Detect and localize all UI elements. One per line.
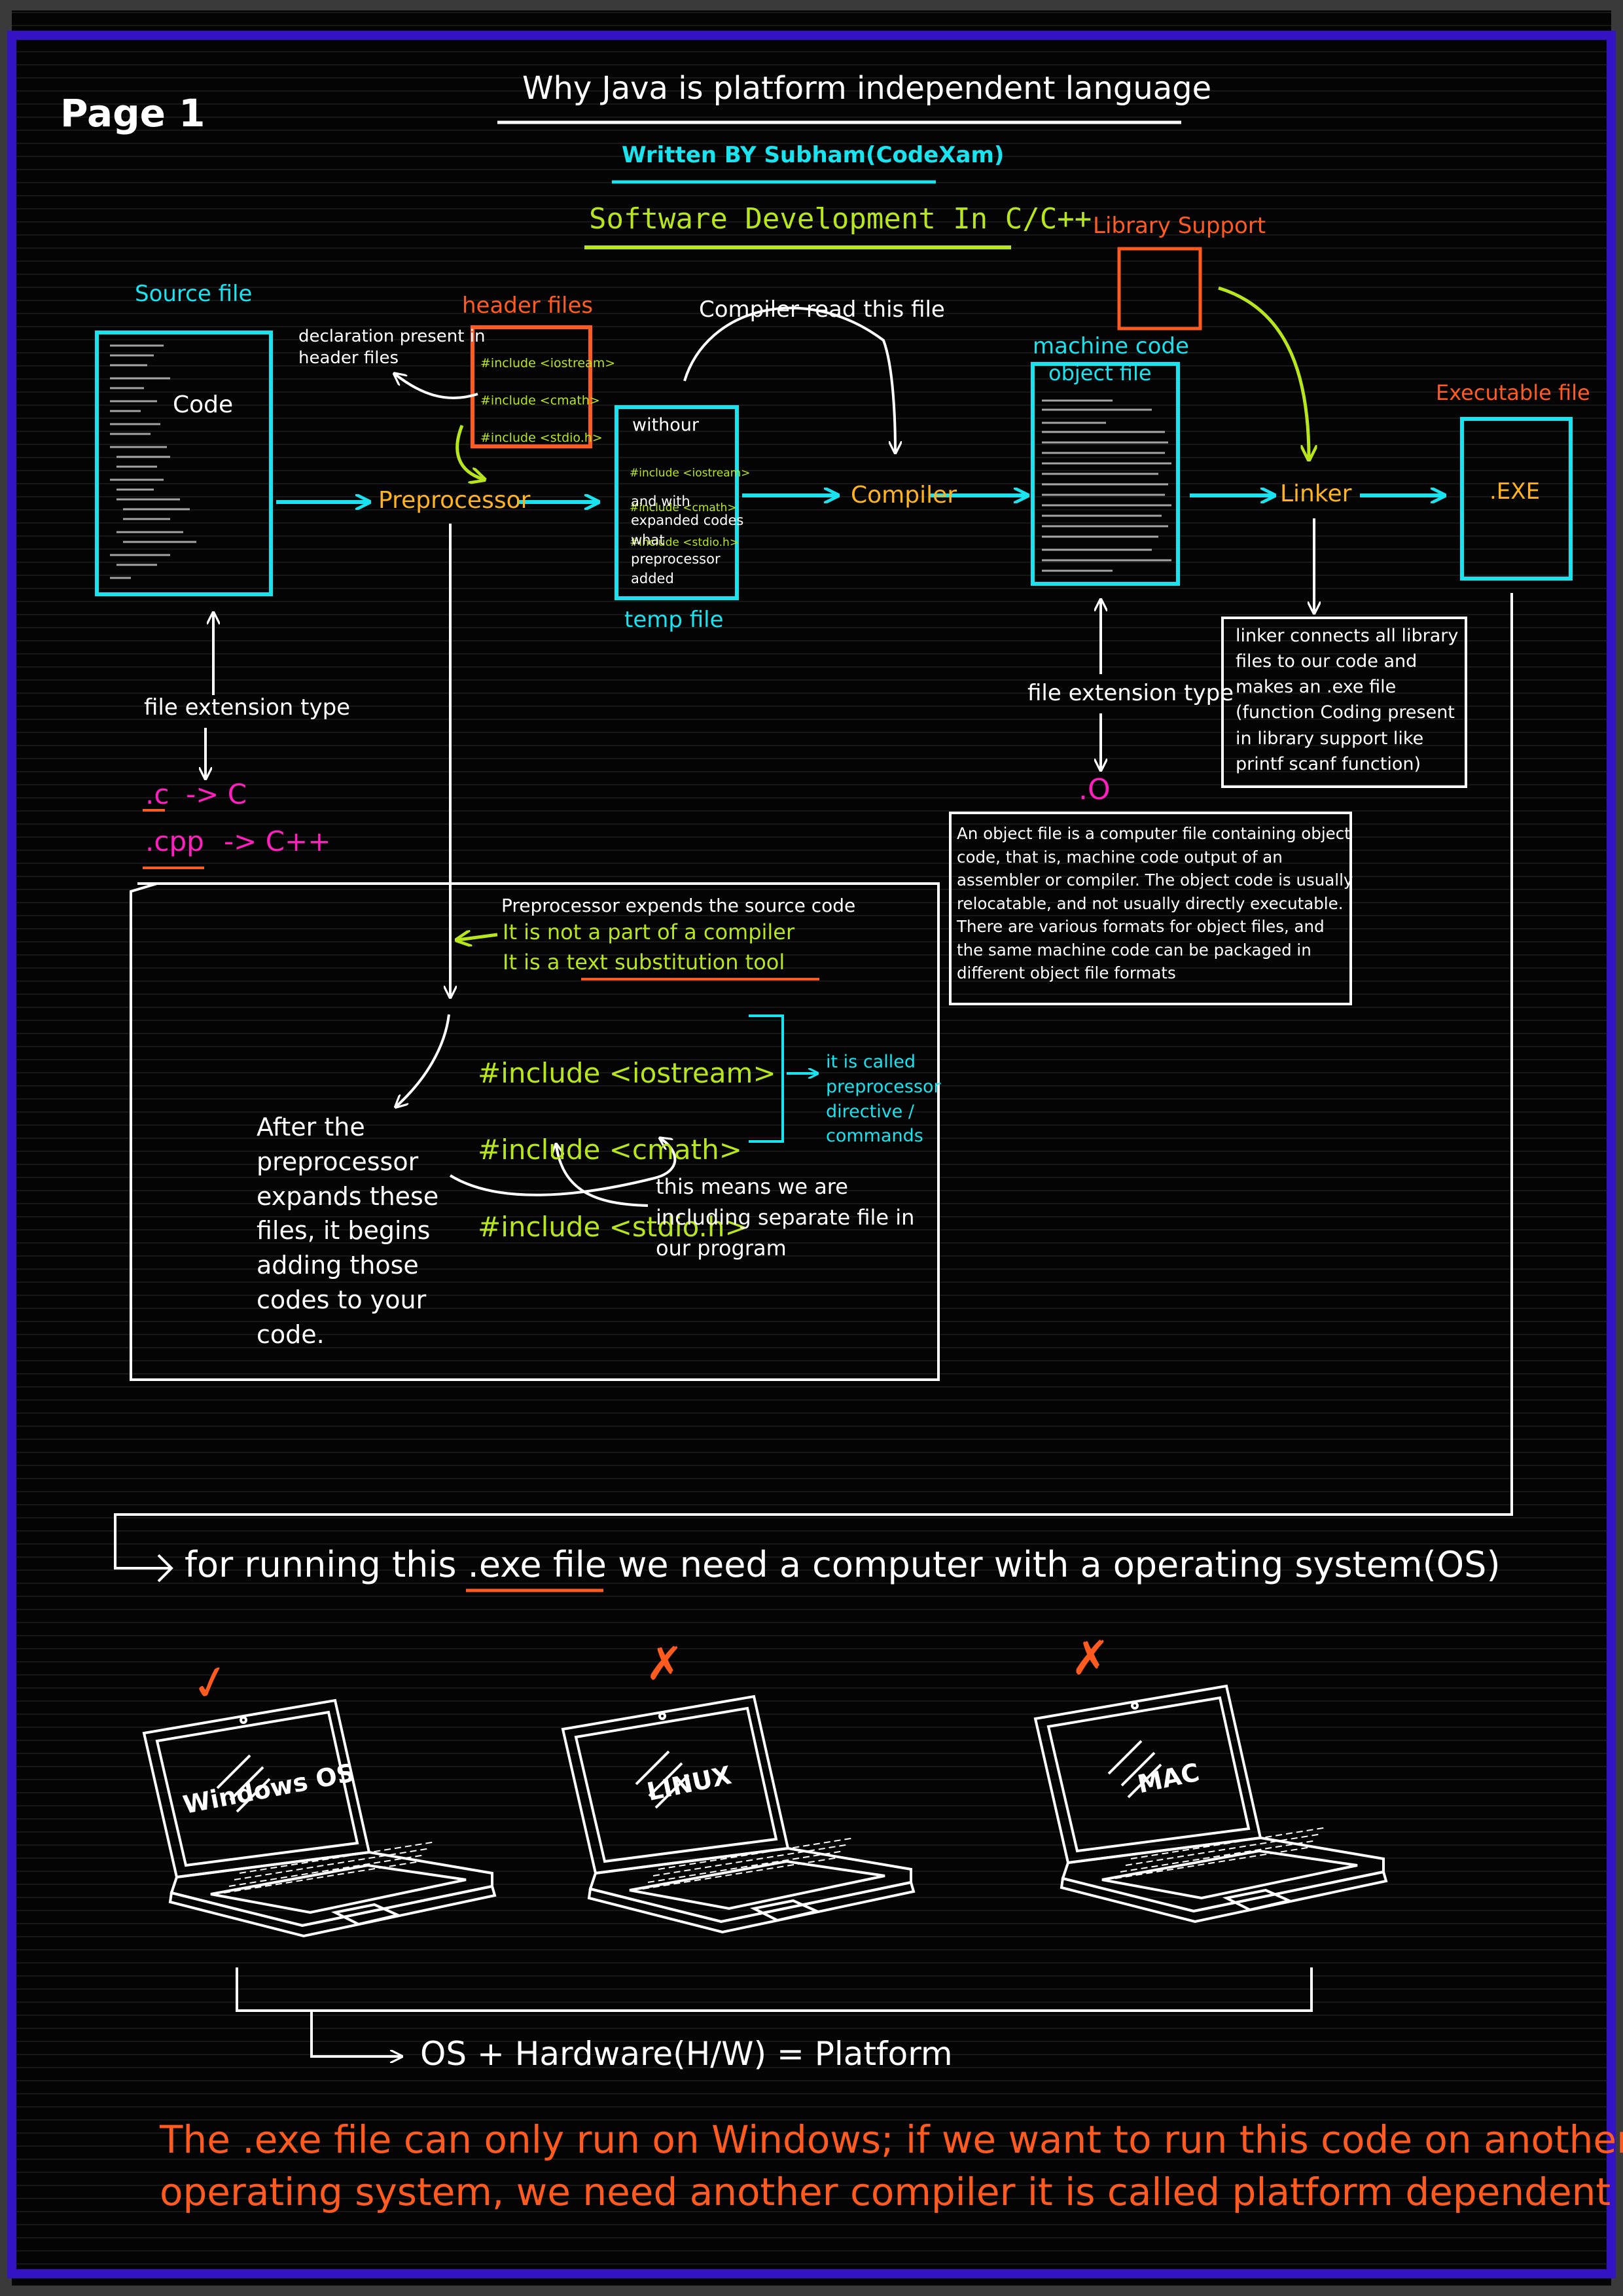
laptop-icon xyxy=(561,1695,916,1934)
preprocessor-box xyxy=(130,882,940,1381)
library-support-label: Library Support xyxy=(1093,213,1266,239)
exe-box xyxy=(1460,417,1573,581)
preprocessor-label: Preprocessor xyxy=(378,487,531,514)
temp-include: #include <iostream> xyxy=(630,467,751,480)
header-include: #include <stdio.h> xyxy=(480,430,603,445)
ext-cpp-lang: -> C++ xyxy=(224,825,331,857)
linker-label: Linker xyxy=(1280,480,1352,507)
include-line: #include <iostream> xyxy=(478,1056,776,1089)
temp-include: #include <cmath> xyxy=(630,501,737,515)
preprocessor-includes: #include <iostream> #include <cmath> #in… xyxy=(478,1016,776,1285)
ext-cpp: .cpp xyxy=(145,825,204,857)
linker-note: linker connects all library files to our… xyxy=(1236,626,1459,774)
machine-code-label: machine code xyxy=(1033,333,1189,359)
file-ext-type-right: file extension type xyxy=(1027,680,1234,706)
cross-mark: ✗ xyxy=(645,1637,684,1691)
laptop-icon xyxy=(1033,1684,1388,1924)
include-line: #include <stdio.h> xyxy=(478,1210,748,1243)
object-note: An object file is a computer file contai… xyxy=(957,824,1353,983)
run-requirement: for running this .exe file we need a com… xyxy=(185,1544,1501,1585)
page-label: Page 1 xyxy=(60,91,205,135)
exe-file-highlight: .exe file xyxy=(467,1544,607,1585)
include-line: #include <cmath> xyxy=(478,1134,742,1166)
header-include: #include <iostream> xyxy=(480,355,616,370)
means-note: this means we are including separate fil… xyxy=(656,1174,915,1261)
preprocessor-desc-3: It is a text substitution tool xyxy=(503,950,785,975)
temp-file-includes: #include <iostream> #include <cmath> #in… xyxy=(630,448,750,568)
ext-o: .O xyxy=(1079,773,1111,806)
object-file-label: object file xyxy=(1048,361,1152,386)
page-title: Why Java is platform independent languag… xyxy=(522,70,1212,107)
source-file-label: Source file xyxy=(135,281,253,307)
ext-c-lang: -> C xyxy=(186,778,247,810)
directive-note: it is called preprocessor directive / co… xyxy=(826,1052,941,1147)
header-files-box xyxy=(471,325,592,448)
run-requirement-c: we need a computer with a operating syst… xyxy=(607,1544,1501,1585)
preprocessor-desc-1: Preprocessor expends the source code xyxy=(501,895,856,916)
temp-file-box xyxy=(615,405,739,600)
cross-mark: ✗ xyxy=(1071,1630,1111,1685)
preprocessor-desc-3a: It is a xyxy=(503,950,567,975)
object-note-box xyxy=(949,812,1352,1005)
header-include: #include <cmath> xyxy=(480,393,600,408)
subtitle: Software Development In C/C++ xyxy=(589,202,1092,236)
author: Written BY Subham(CodeXam) xyxy=(622,142,1005,168)
exe-label: .EXE xyxy=(1489,478,1541,505)
executable-label: Executable file xyxy=(1436,380,1590,405)
temp-include: #include <stdio.h> xyxy=(630,535,740,549)
preprocessor-desc-2: It is not a part of a compiler xyxy=(503,920,795,944)
compiler-label: Compiler xyxy=(851,482,957,509)
code-label: Code xyxy=(173,391,234,418)
temp-file-label: temp file xyxy=(624,607,724,633)
ext-c: .c xyxy=(145,778,169,810)
conclusion-line-2: operating system, we need another compil… xyxy=(160,2170,1611,2214)
object-file-box xyxy=(1031,362,1180,586)
run-requirement-a: for running this xyxy=(185,1544,468,1585)
temp-file-heading: withour xyxy=(632,415,700,435)
after-note: After the preprocessor expands these fil… xyxy=(257,1113,439,1349)
header-files-list: #include <iostream> #include <cmath> #in… xyxy=(480,335,615,466)
temp-file-body: and with expanded codes what preprocesso… xyxy=(631,493,744,586)
file-ext-type-left: file extension type xyxy=(144,694,351,721)
compiler-read-note: Compiler read this file xyxy=(699,296,945,323)
header-files-label: header files xyxy=(462,293,594,319)
source-file-box xyxy=(95,331,273,596)
laptop-icon xyxy=(142,1698,497,1938)
declaration-note: declaration present in header files xyxy=(298,327,486,368)
platform-equation: OS + Hardware(H/W) = Platform xyxy=(420,2035,953,2073)
text-substitution-tool: text substitution tool xyxy=(566,950,785,975)
library-support-box xyxy=(1117,247,1202,331)
conclusion-line-1: The .exe file can only run on Windows; i… xyxy=(160,2117,1623,2162)
linker-note-box xyxy=(1221,617,1467,788)
page-frame xyxy=(7,31,1616,2278)
